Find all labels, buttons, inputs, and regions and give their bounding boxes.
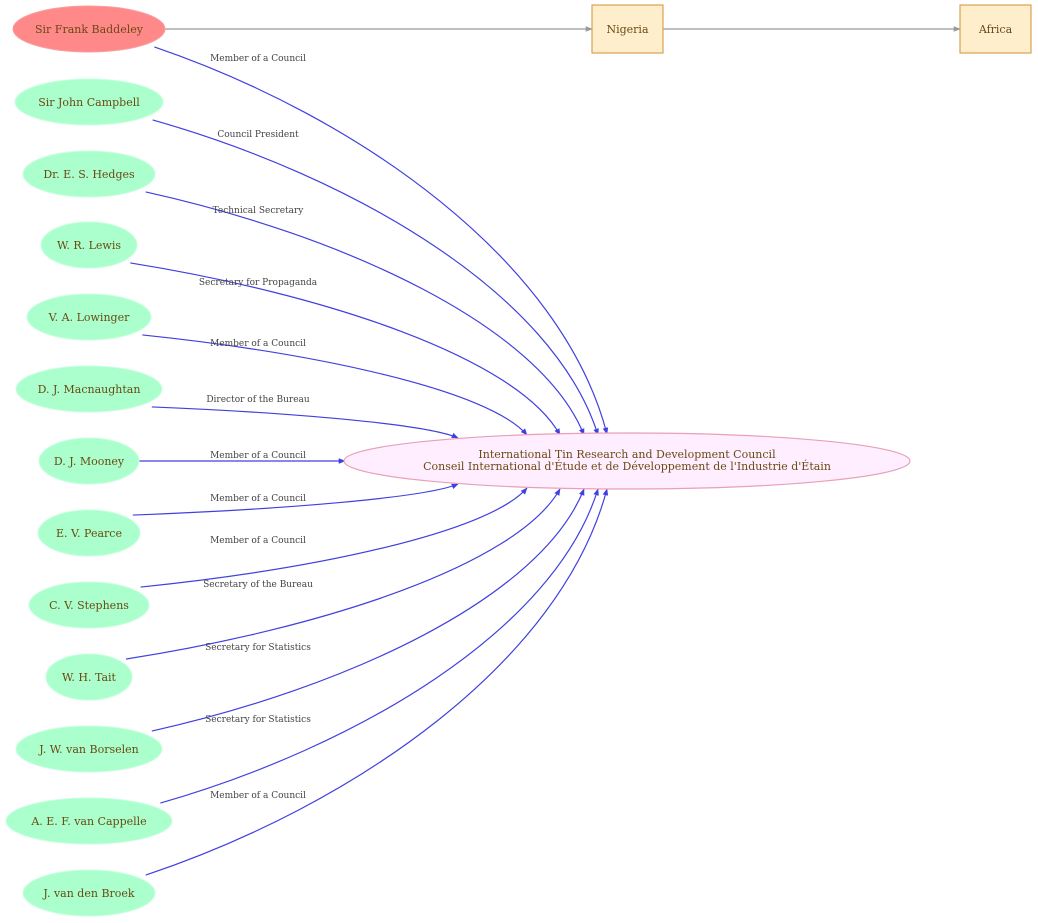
person-ellipse-4 xyxy=(26,293,152,341)
person-ellipse-6 xyxy=(38,437,140,485)
person-name-9: W. H. Tait xyxy=(62,671,117,684)
edge-person-10 xyxy=(151,488,585,732)
person-ellipse-1 xyxy=(14,78,164,126)
edge-person-0 xyxy=(154,46,609,435)
person-ellipse-5 xyxy=(15,365,163,413)
person-ellipse-0 xyxy=(12,5,166,53)
person-ellipse-7 xyxy=(37,509,141,557)
person-node-2[interactable]: Dr. E. S. Hedges xyxy=(22,150,156,198)
place-label-nigeria: Nigeria xyxy=(606,23,648,36)
edge-person-7 xyxy=(132,483,459,516)
person-node-9[interactable]: W. H. Tait xyxy=(45,653,133,701)
edge-label-11: Secretary for Statistics xyxy=(205,715,311,725)
edge-label-7: Member of a Council xyxy=(210,494,306,504)
person-node-10[interactable]: J. W. van Borselen xyxy=(15,725,163,773)
person-node-5[interactable]: D. J. Macnaughtan xyxy=(15,365,163,413)
person-ellipse-2 xyxy=(22,150,156,198)
edge-label-2: Technical Secretary xyxy=(213,206,305,216)
edge-person-1 xyxy=(152,119,599,436)
person-node-6[interactable]: D. J. Mooney xyxy=(38,437,140,485)
person-node-12[interactable]: J. van den Broek xyxy=(22,869,156,917)
edge-label-0: Member of a Council xyxy=(210,54,306,64)
person-name-2: Dr. E. S. Hedges xyxy=(43,168,135,181)
person-node-3[interactable]: W. R. Lewis xyxy=(40,221,138,269)
edge-person-2 xyxy=(145,191,585,436)
person-ellipse-12 xyxy=(22,869,156,917)
person-name-8: C. V. Stephens xyxy=(49,599,129,612)
person-name-4: V. A. Lowinger xyxy=(48,311,130,324)
edge-label-6: Member of a Council xyxy=(210,451,306,461)
edge-person-12 xyxy=(145,488,609,876)
edge-label-10: Secretary for Statistics xyxy=(205,643,311,653)
edge-label-9: Secretary of the Bureau xyxy=(203,580,313,590)
edges-layer xyxy=(125,46,609,876)
edge-person-9 xyxy=(125,488,561,660)
edge-person-3 xyxy=(130,262,561,436)
organization-name-fr: Conseil International d'Étude et de Déve… xyxy=(423,459,831,473)
place-node-nigeria[interactable]: Nigeria xyxy=(591,4,664,54)
edge-label-4: Member of a Council xyxy=(210,339,306,349)
organization-name-en: International Tin Research and Developme… xyxy=(478,448,776,461)
organization-node[interactable]: International Tin Research and Developme… xyxy=(343,432,911,490)
person-ellipse-10 xyxy=(15,725,163,773)
person-node-11[interactable]: A. E. F. van Cappelle xyxy=(5,797,173,845)
person-name-3: W. R. Lewis xyxy=(57,239,121,252)
edge-label-8: Member of a Council xyxy=(210,536,306,546)
edge-person-4 xyxy=(142,334,528,436)
edge-label-3: Secretary for Propaganda xyxy=(199,278,318,288)
person-name-5: D. J. Macnaughtan xyxy=(38,383,141,396)
person-name-0: Sir Frank Baddeley xyxy=(35,23,144,36)
person-name-10: J. W. van Borselen xyxy=(38,743,139,756)
edge-person-5 xyxy=(151,406,459,439)
person-name-7: E. V. Pearce xyxy=(56,527,122,540)
person-ellipse-11 xyxy=(5,797,173,845)
edge-person-8 xyxy=(140,487,528,588)
person-node-0[interactable]: Sir Frank Baddeley xyxy=(12,5,166,53)
person-ellipse-9 xyxy=(45,653,133,701)
person-name-1: Sir John Campbell xyxy=(38,96,140,109)
person-node-7[interactable]: E. V. Pearce xyxy=(37,509,141,557)
edge-label-1: Council President xyxy=(217,130,299,140)
person-name-6: D. J. Mooney xyxy=(54,455,125,468)
person-node-1[interactable]: Sir John Campbell xyxy=(14,78,164,126)
place-label-africa: Africa xyxy=(978,23,1013,36)
person-name-11: A. E. F. van Cappelle xyxy=(30,815,146,828)
person-node-8[interactable]: C. V. Stephens xyxy=(28,581,150,629)
edge-label-12: Member of a Council xyxy=(210,791,306,801)
place-node-africa[interactable]: Africa xyxy=(959,4,1032,54)
person-name-12: J. van den Broek xyxy=(42,887,135,900)
edge-label-5: Director of the Bureau xyxy=(206,395,310,405)
person-node-4[interactable]: V. A. Lowinger xyxy=(26,293,152,341)
edge-person-11 xyxy=(160,488,599,804)
person-ellipse-8 xyxy=(28,581,150,629)
person-ellipse-3 xyxy=(40,221,138,269)
